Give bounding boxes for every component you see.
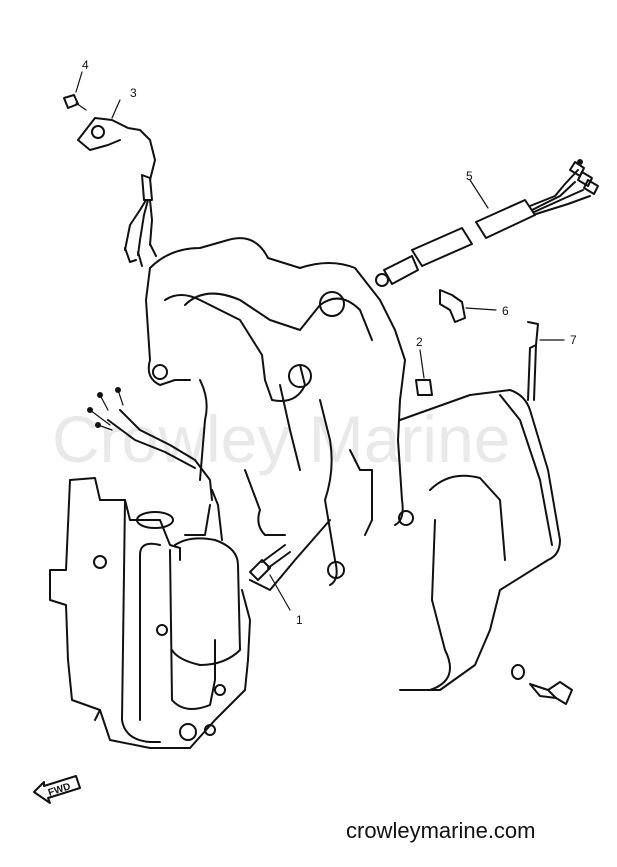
part-2-grommet xyxy=(415,349,433,396)
callout-6: 6 xyxy=(502,304,509,318)
part-4-screw xyxy=(63,71,87,111)
bolt-and-washer xyxy=(511,664,573,705)
watermark-text: Crowley Marine xyxy=(52,402,510,476)
callout-1: 1 xyxy=(296,613,303,627)
swivel-bracket xyxy=(145,237,414,586)
motor-lead-wires xyxy=(87,387,213,501)
trim-tilt-unit xyxy=(49,477,331,749)
part-1-bolt xyxy=(249,544,291,611)
part-7-cable-tie xyxy=(527,321,565,401)
clamp-bracket xyxy=(399,389,561,691)
callout-2: 2 xyxy=(416,335,423,349)
part-6-clamp xyxy=(439,289,497,323)
part-3-trim-sensor xyxy=(77,99,157,267)
fwd-direction-arrow: FWD xyxy=(33,775,81,804)
footer-site-name: crowleymarine.com xyxy=(346,818,536,843)
callout-5: 5 xyxy=(466,169,473,183)
callout-4: 4 xyxy=(82,58,89,72)
callout-7: 7 xyxy=(570,333,577,347)
part-5-wire-harness xyxy=(375,159,599,287)
callout-3: 3 xyxy=(130,86,137,100)
